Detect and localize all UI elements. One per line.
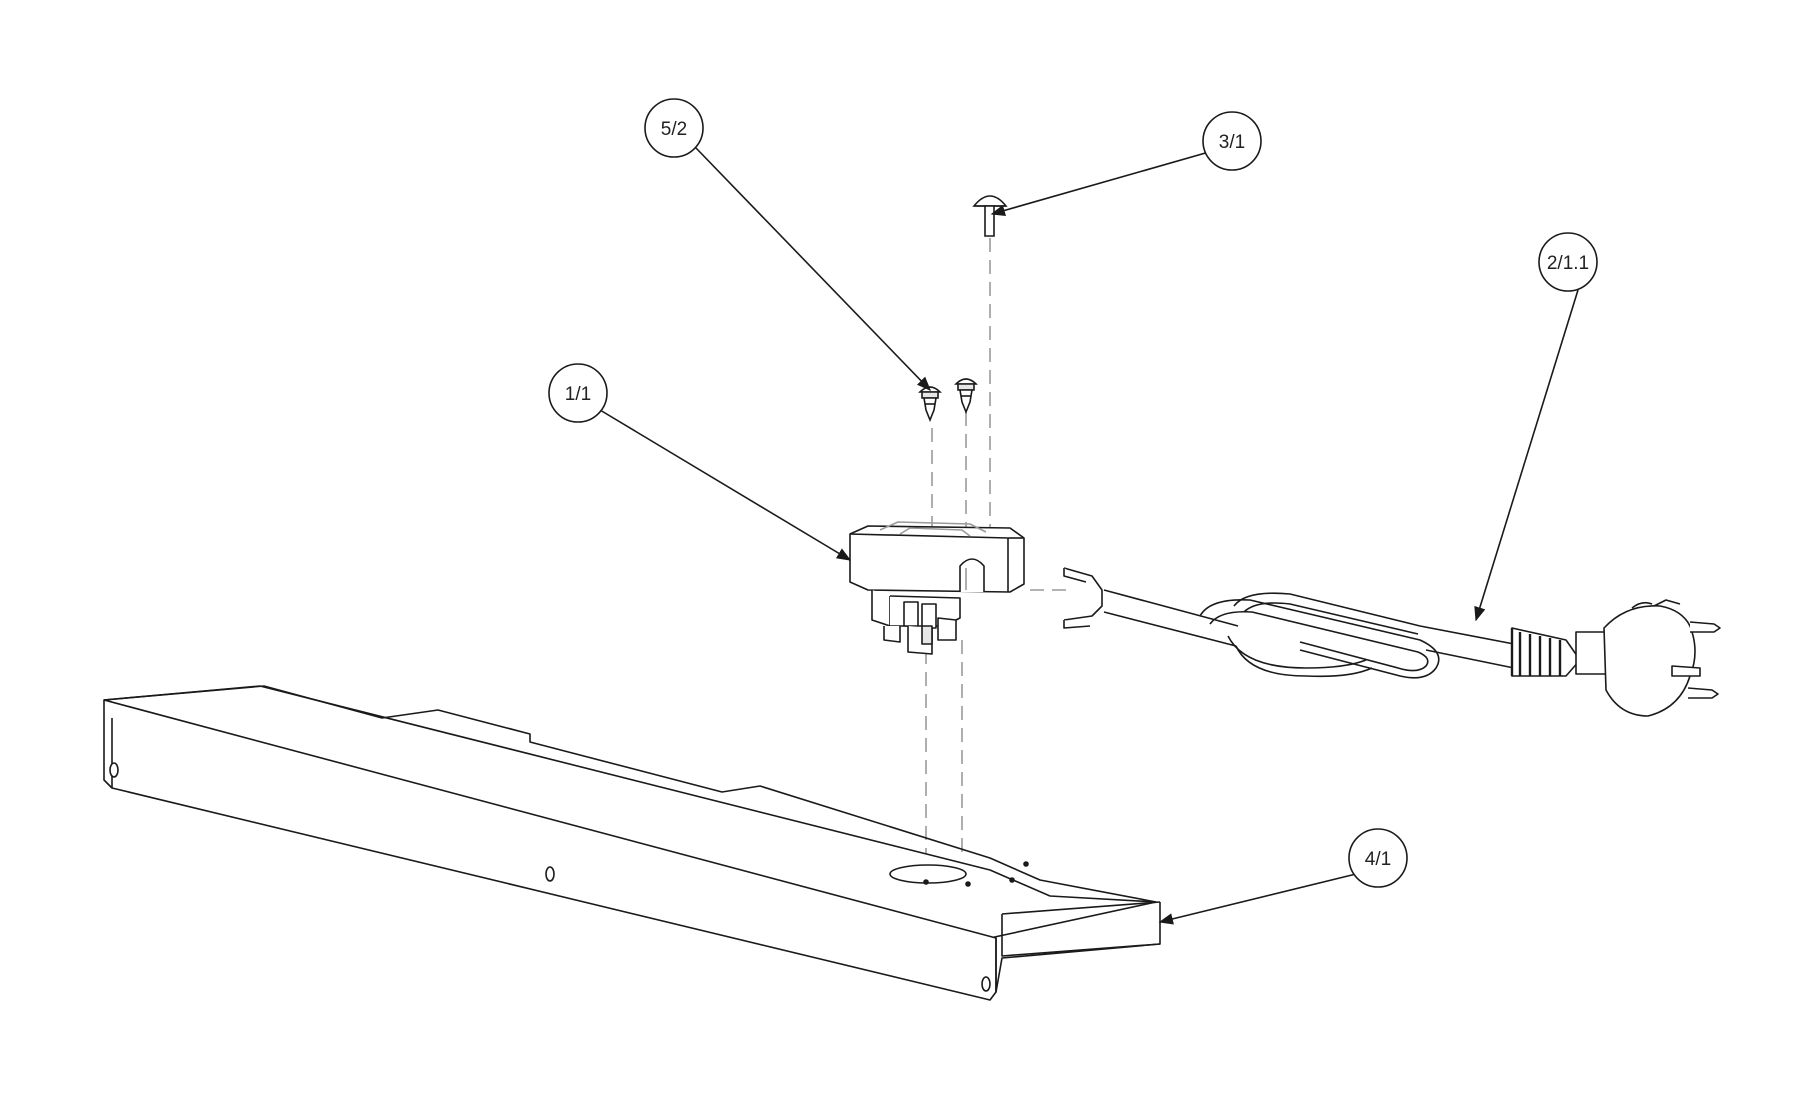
- leader-5-2: [695, 147, 932, 392]
- screw-3-1-head: [974, 196, 1006, 206]
- plug-ground-slot: [1672, 666, 1700, 676]
- bracket-hole-left: [110, 763, 118, 777]
- callout-balloon-4-1: 4/1: [1348, 828, 1408, 888]
- terminal-a: [904, 602, 918, 626]
- callout-balloons: 5/2 3/1 2/1.1 1/1 4/1: [548, 98, 1598, 888]
- callout-balloon-3-1: 3/1: [1202, 111, 1262, 171]
- bracket-hole-right: [982, 977, 990, 991]
- callout-balloon-2-1-1: 2/1.1: [1538, 232, 1598, 292]
- plug-body: [1604, 606, 1695, 716]
- callout-balloon-5-2: 5/2: [644, 98, 704, 158]
- plug-pin-top: [1690, 622, 1720, 632]
- part-power-cord-2-1-1: [1064, 568, 1720, 716]
- leader-2-1-1: [1474, 289, 1579, 622]
- part-screw-3-1: [974, 196, 1006, 236]
- callout-label: 4/1: [1365, 849, 1391, 870]
- part-bracket-4-1: [104, 686, 1160, 1000]
- leader-3-1: [990, 149, 1217, 216]
- callout-label: 3/1: [1219, 132, 1245, 153]
- screw-5-2-b: [956, 379, 976, 412]
- cord-loop-2: [1234, 593, 1420, 626]
- part-module-1-1: [850, 522, 1024, 654]
- leader-lines: [599, 147, 1579, 925]
- cord-fork-terminal: [1064, 568, 1102, 620]
- bracket-hole-middle: [546, 867, 554, 881]
- callout-label: 5/2: [661, 119, 687, 140]
- callout-label: 2/1.1: [1547, 253, 1589, 274]
- callout-label: 1/1: [565, 384, 591, 405]
- leader-1-1: [599, 409, 852, 561]
- leader-4-1: [1158, 873, 1357, 925]
- screw-3-1-shank: [985, 206, 994, 236]
- assembly-dashed-lines: [925, 238, 1070, 858]
- plug-pin-bottom: [1688, 688, 1718, 698]
- callout-balloon-1-1: 1/1: [548, 363, 608, 423]
- terminal-b: [922, 604, 936, 628]
- module-cable-entry: [960, 559, 984, 592]
